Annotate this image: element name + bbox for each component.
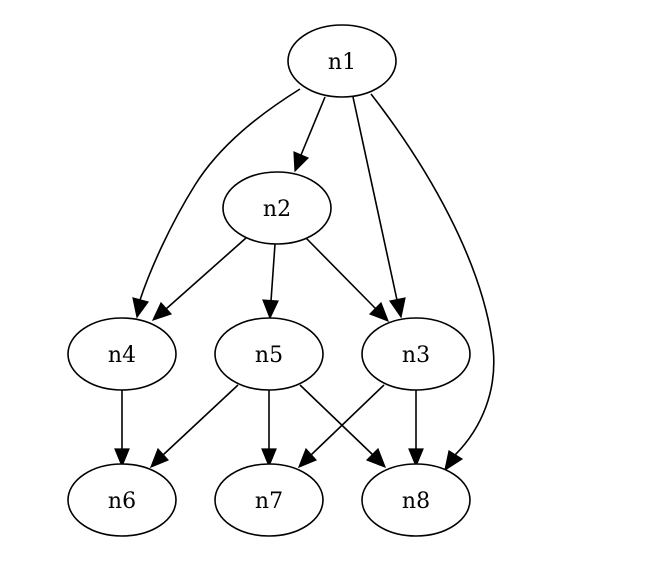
edge-n5-n8 bbox=[299, 384, 374, 456]
edge-n4-n6-arrowhead bbox=[114, 448, 130, 468]
edges-layer bbox=[114, 88, 495, 472]
node-n1-label: n1 bbox=[328, 50, 356, 75]
node-n5-label: n5 bbox=[255, 343, 283, 368]
edge-n2-n3-arrowhead bbox=[368, 301, 390, 323]
node-n8-label: n8 bbox=[402, 489, 430, 514]
node-n6: n6 bbox=[67, 463, 177, 537]
edge-n2-n4 bbox=[165, 237, 247, 310]
edge-n1-n2-arrowhead bbox=[293, 151, 310, 173]
edge-n5-n6-arrowhead bbox=[149, 447, 170, 469]
node-n3: n3 bbox=[361, 317, 471, 391]
node-n5: n5 bbox=[214, 317, 324, 391]
edge-n1-n8-arrowhead bbox=[444, 450, 464, 472]
node-n5-ellipse bbox=[214, 317, 324, 391]
node-n3-label: n3 bbox=[402, 343, 430, 368]
edge-n5-n7-arrowhead bbox=[261, 448, 277, 468]
node-n6-label: n6 bbox=[108, 489, 136, 514]
edge-n3-n7-arrowhead bbox=[297, 447, 318, 469]
edge-n3-n8-arrowhead bbox=[408, 448, 424, 468]
node-n4-label: n4 bbox=[108, 343, 136, 368]
node-n8-ellipse bbox=[361, 463, 471, 537]
edge-n5-n8-arrowhead bbox=[365, 447, 387, 469]
node-n4: n4 bbox=[67, 317, 177, 391]
edge-n2-n4-arrowhead bbox=[151, 301, 173, 322]
node-n7-ellipse bbox=[214, 463, 324, 537]
node-n8: n8 bbox=[361, 463, 471, 537]
edge-n3-n7 bbox=[310, 384, 385, 456]
nodes-layer: n1 n2 n3 n4 n5 n6 n7 n8 bbox=[67, 24, 471, 537]
node-n3-ellipse bbox=[361, 317, 471, 391]
edge-n5-n6 bbox=[162, 384, 239, 456]
edge-n1-n2 bbox=[300, 96, 326, 156]
edge-n1-n8 bbox=[370, 93, 495, 456]
node-n6-ellipse bbox=[67, 463, 177, 537]
edge-n1-n3-arrowhead bbox=[388, 297, 406, 319]
node-n2-label: n2 bbox=[263, 197, 291, 222]
node-n4-ellipse bbox=[67, 317, 177, 391]
node-n7: n7 bbox=[214, 463, 324, 537]
edge-n2-n5-arrowhead bbox=[262, 299, 279, 320]
node-n2: n2 bbox=[222, 171, 332, 245]
edge-n2-n3 bbox=[305, 237, 377, 310]
node-n7-label: n7 bbox=[255, 489, 283, 514]
node-n1-ellipse bbox=[287, 24, 397, 98]
edge-n1-n3 bbox=[352, 96, 398, 301]
edge-n1-n4-arrowhead bbox=[132, 297, 150, 319]
edge-n1-n4 bbox=[139, 88, 301, 301]
node-n1: n1 bbox=[287, 24, 397, 98]
node-n2-ellipse bbox=[222, 171, 332, 245]
edge-n2-n5 bbox=[270, 243, 276, 302]
